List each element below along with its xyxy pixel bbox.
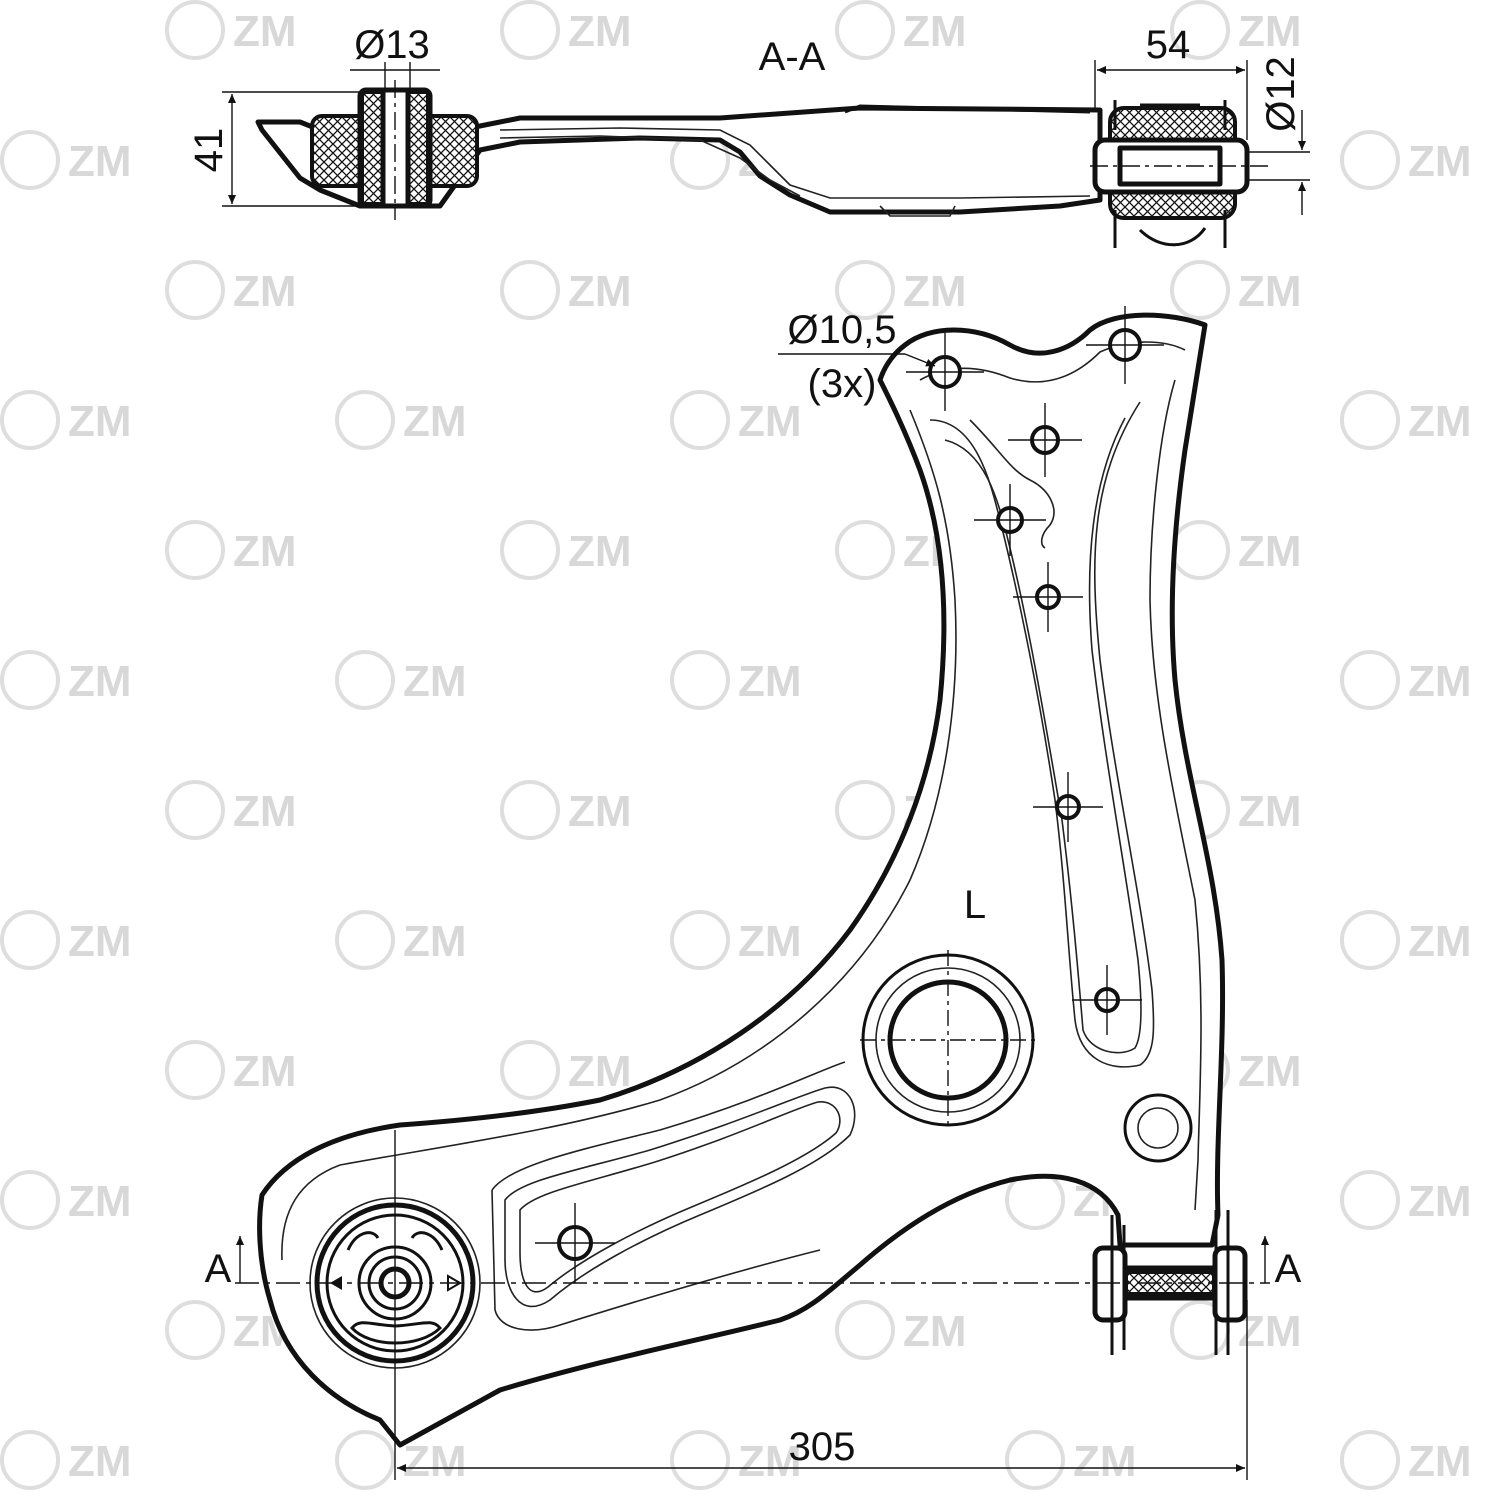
watermark-text: ZM	[738, 657, 802, 706]
section-marker-left: A	[205, 1247, 232, 1291]
watermark-text: ZM	[568, 527, 632, 576]
watermark-text: ZM	[403, 1437, 467, 1486]
watermark-logo-icon	[835, 0, 895, 60]
front-rib-slot	[504, 1086, 856, 1308]
watermark-logo-icon	[835, 260, 895, 320]
watermark-logo-icon	[1170, 260, 1230, 320]
side-marker: L	[964, 883, 986, 927]
arm-outline	[257, 312, 1226, 1448]
watermark-text: ZM	[1408, 917, 1472, 966]
watermark-logo-icon	[500, 1040, 560, 1100]
watermark-logo-icon	[1340, 650, 1400, 710]
watermark-text: ZM	[568, 1047, 632, 1096]
watermark-logo-icon	[1340, 1170, 1400, 1230]
watermark-text: ZM	[233, 527, 297, 576]
dim-rear-bushing-width: 54	[1146, 23, 1191, 67]
watermark-logo-icon	[0, 1430, 60, 1490]
watermark-text: ZM	[1238, 7, 1302, 56]
section-title: A-A	[759, 35, 826, 79]
watermark-text: ZM	[68, 657, 132, 706]
watermark-text: ZM	[233, 7, 297, 56]
watermark-logo-icon	[165, 1040, 225, 1100]
watermark-text: ZM	[738, 917, 802, 966]
watermark-text: ZM	[1408, 1437, 1472, 1486]
watermark-logo-icon	[0, 130, 60, 190]
watermark-logo-icon	[1005, 1430, 1065, 1490]
watermark-text: ZM	[1238, 1047, 1302, 1096]
dim-bushing-diameter: Ø13	[354, 23, 430, 67]
watermark-text: ZM	[1238, 527, 1302, 576]
main-view: L A A Ø10,5 (	[205, 306, 1302, 1480]
watermark-logo-icon	[1340, 910, 1400, 970]
watermark-logo-icon	[1340, 1430, 1400, 1490]
watermark-logo-icon	[500, 260, 560, 320]
watermark-logo-icon	[1170, 0, 1230, 60]
watermark-text: ZM	[403, 917, 467, 966]
watermark-logo-icon	[335, 650, 395, 710]
watermark-text: ZM	[738, 397, 802, 446]
watermark-logo-icon	[0, 650, 60, 710]
watermark-logo-icon	[335, 1430, 395, 1490]
watermark-logo-icon	[165, 1300, 225, 1360]
watermark-text: ZM	[568, 7, 632, 56]
watermark-text: ZM	[403, 657, 467, 706]
watermark-text: ZM	[233, 787, 297, 836]
dim-mount-hole-diameter: Ø10,5	[788, 308, 897, 352]
watermark-logo-icon	[1340, 130, 1400, 190]
watermark-text: ZM	[568, 267, 632, 316]
watermark-logo-icon	[835, 780, 895, 840]
watermark-logo-icon	[1340, 390, 1400, 450]
watermark-logo-icon	[500, 780, 560, 840]
watermark-text: ZM	[68, 1177, 132, 1226]
dim-rear-bushing-diameter: Ø12	[1259, 56, 1303, 132]
watermark-text: ZM	[1238, 787, 1302, 836]
rear-bushing-side	[1092, 1210, 1248, 1355]
watermark-text: ZM	[68, 1437, 132, 1486]
watermark-logo-icon	[0, 910, 60, 970]
dim-mount-hole-count: (3x)	[808, 362, 877, 406]
watermark-logo-icon	[835, 520, 895, 580]
section-view: Ø13 41 A-A 54 Ø12	[187, 23, 1310, 248]
watermark-text: ZM	[233, 1047, 297, 1096]
dim-section-height: 41	[187, 128, 231, 173]
watermark-text: ZM	[903, 7, 967, 56]
watermark-text: ZM	[68, 917, 132, 966]
watermark-text: ZM	[568, 787, 632, 836]
watermark-logo-icon	[670, 910, 730, 970]
section-marker-right: A	[1275, 1247, 1302, 1291]
watermark-logo-icon	[670, 390, 730, 450]
watermark-text: ZM	[1238, 267, 1302, 316]
watermark-text: ZM	[738, 1437, 802, 1486]
watermark-logo-icon	[165, 520, 225, 580]
watermark-text: ZM	[1408, 657, 1472, 706]
watermark-text: ZM	[903, 1307, 967, 1356]
watermark-logo-icon	[670, 650, 730, 710]
watermark-text: ZM	[68, 397, 132, 446]
mounting-holes	[535, 306, 1164, 1283]
watermark-logo-icon	[0, 1170, 60, 1230]
watermark-text: ZM	[1073, 1437, 1137, 1486]
watermark-logo-icon	[335, 910, 395, 970]
dim-overall-length: 305	[789, 1425, 856, 1469]
watermark-text: ZM	[1408, 1177, 1472, 1226]
watermark-logo-icon	[165, 0, 225, 60]
watermark-logo-icon	[835, 1300, 895, 1360]
watermark-logo-icon	[0, 390, 60, 450]
watermark-logo-icon	[500, 0, 560, 60]
watermark-text: ZM	[1408, 137, 1472, 186]
watermark-logo-icon	[335, 390, 395, 450]
watermark-text: ZM	[903, 267, 967, 316]
watermark-logo-icon	[500, 520, 560, 580]
watermark-text: ZM	[233, 267, 297, 316]
watermark-text: ZM	[403, 397, 467, 446]
watermark-logo-icon	[165, 780, 225, 840]
watermark-text: ZM	[1408, 397, 1472, 446]
watermark-text: ZM	[1238, 1307, 1302, 1356]
watermark-text: ZM	[68, 137, 132, 186]
watermark-logo-icon	[670, 1430, 730, 1490]
watermark-logo-icon	[165, 260, 225, 320]
watermark-logo-icon	[1170, 520, 1230, 580]
